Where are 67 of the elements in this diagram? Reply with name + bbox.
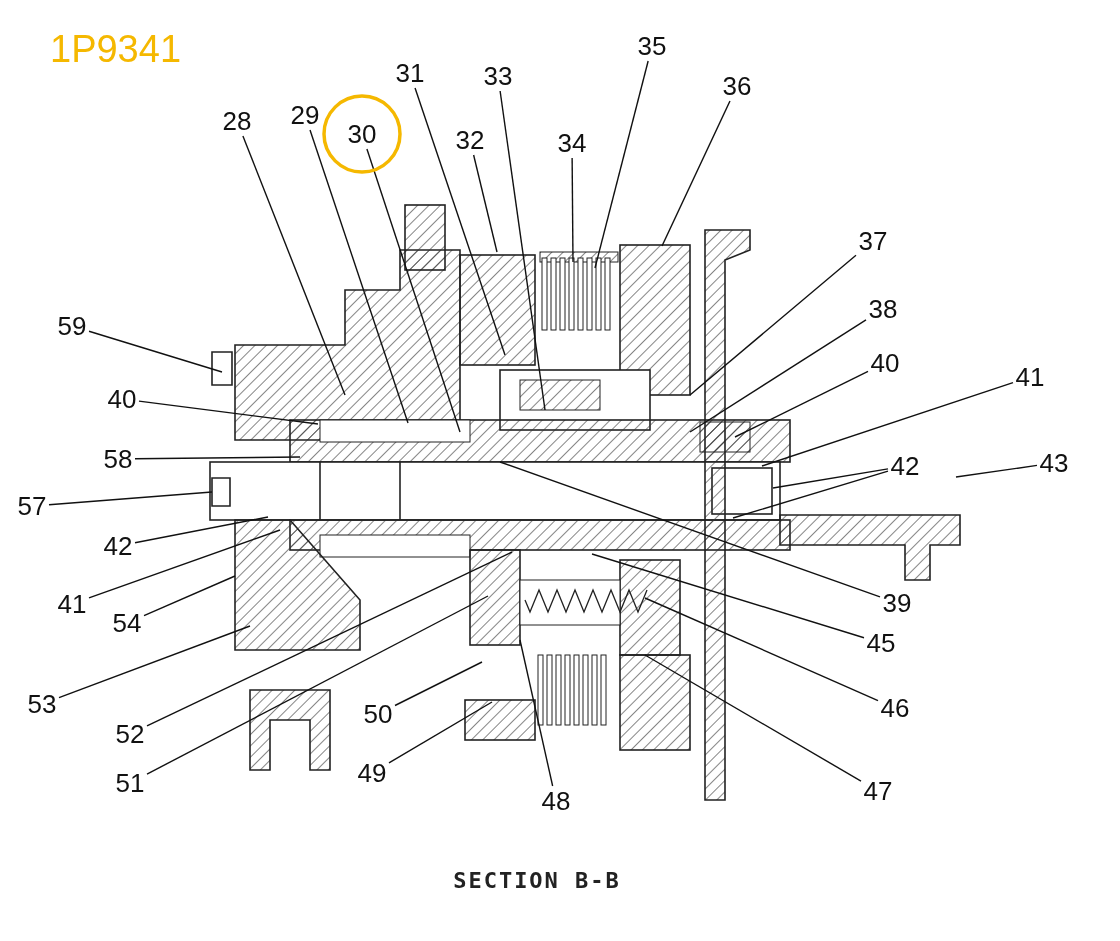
leader-line — [772, 468, 889, 489]
callout-number: 58 — [103, 445, 133, 473]
callout-number: 31 — [395, 59, 425, 87]
leader-line — [388, 701, 493, 764]
leader-line — [146, 551, 513, 727]
leader-line — [499, 461, 881, 598]
callout-number: 30 — [347, 120, 377, 148]
callout-number: 29 — [290, 101, 320, 129]
callout-number: 43 — [1039, 449, 1069, 477]
leader-line — [761, 381, 1014, 467]
callout-number: 40 — [870, 349, 900, 377]
callout-number: 39 — [882, 589, 912, 617]
callout-number: 49 — [357, 759, 387, 787]
leader-line — [571, 157, 574, 263]
callout-number: 59 — [57, 312, 87, 340]
leader-line — [661, 100, 731, 247]
leader-line — [472, 154, 498, 253]
leader-line — [88, 330, 223, 373]
callout-number: 37 — [858, 227, 888, 255]
callout-number: 35 — [637, 32, 667, 60]
leader-line — [134, 456, 301, 460]
callout-number: 54 — [112, 609, 142, 637]
callout-number: 32 — [455, 126, 485, 154]
leader-line — [414, 87, 506, 356]
callout-number: 50 — [363, 700, 393, 728]
section-caption: SECTION B-B — [453, 867, 621, 893]
callout-number: 48 — [541, 787, 571, 815]
callout-number: 41 — [1015, 363, 1045, 391]
callout-number: 34 — [557, 129, 587, 157]
callout-number: 45 — [866, 629, 896, 657]
leader-line — [143, 575, 236, 617]
callout-number: 53 — [27, 690, 57, 718]
leader-line — [309, 129, 409, 424]
leader-line — [734, 370, 869, 438]
leader-line — [146, 595, 489, 775]
leader-line — [134, 516, 269, 544]
callout-number: 51 — [115, 769, 145, 797]
leader-line — [366, 148, 461, 433]
leader-line — [955, 464, 1038, 478]
leader-line — [644, 654, 862, 782]
leader-line — [499, 90, 546, 411]
callout-number: 42 — [103, 532, 133, 560]
leader-line — [591, 553, 865, 639]
callout-number: 38 — [868, 295, 898, 323]
leader-line — [594, 60, 649, 269]
callout-number: 41 — [57, 590, 87, 618]
callout-number: 33 — [483, 62, 513, 90]
leader-line — [58, 625, 251, 699]
callout-number: 28 — [222, 107, 252, 135]
leader-line — [88, 529, 281, 599]
leader-line — [394, 661, 483, 707]
callout-number: 52 — [115, 720, 145, 748]
callout-number: 36 — [722, 72, 752, 100]
callout-number: 47 — [863, 777, 893, 805]
callout-number: 57 — [17, 492, 47, 520]
leader-line — [138, 400, 319, 425]
leader-line — [689, 319, 867, 433]
leader-line — [732, 470, 889, 519]
callout-number: 46 — [880, 694, 910, 722]
callout-number: 42 — [890, 452, 920, 480]
leader-line — [644, 597, 879, 702]
leader-line — [48, 491, 213, 506]
leader-line — [689, 254, 857, 396]
part-number: 1P9341 — [50, 28, 181, 71]
leader-line — [242, 135, 346, 396]
callout-number: 40 — [107, 385, 137, 413]
leader-line — [519, 639, 554, 787]
